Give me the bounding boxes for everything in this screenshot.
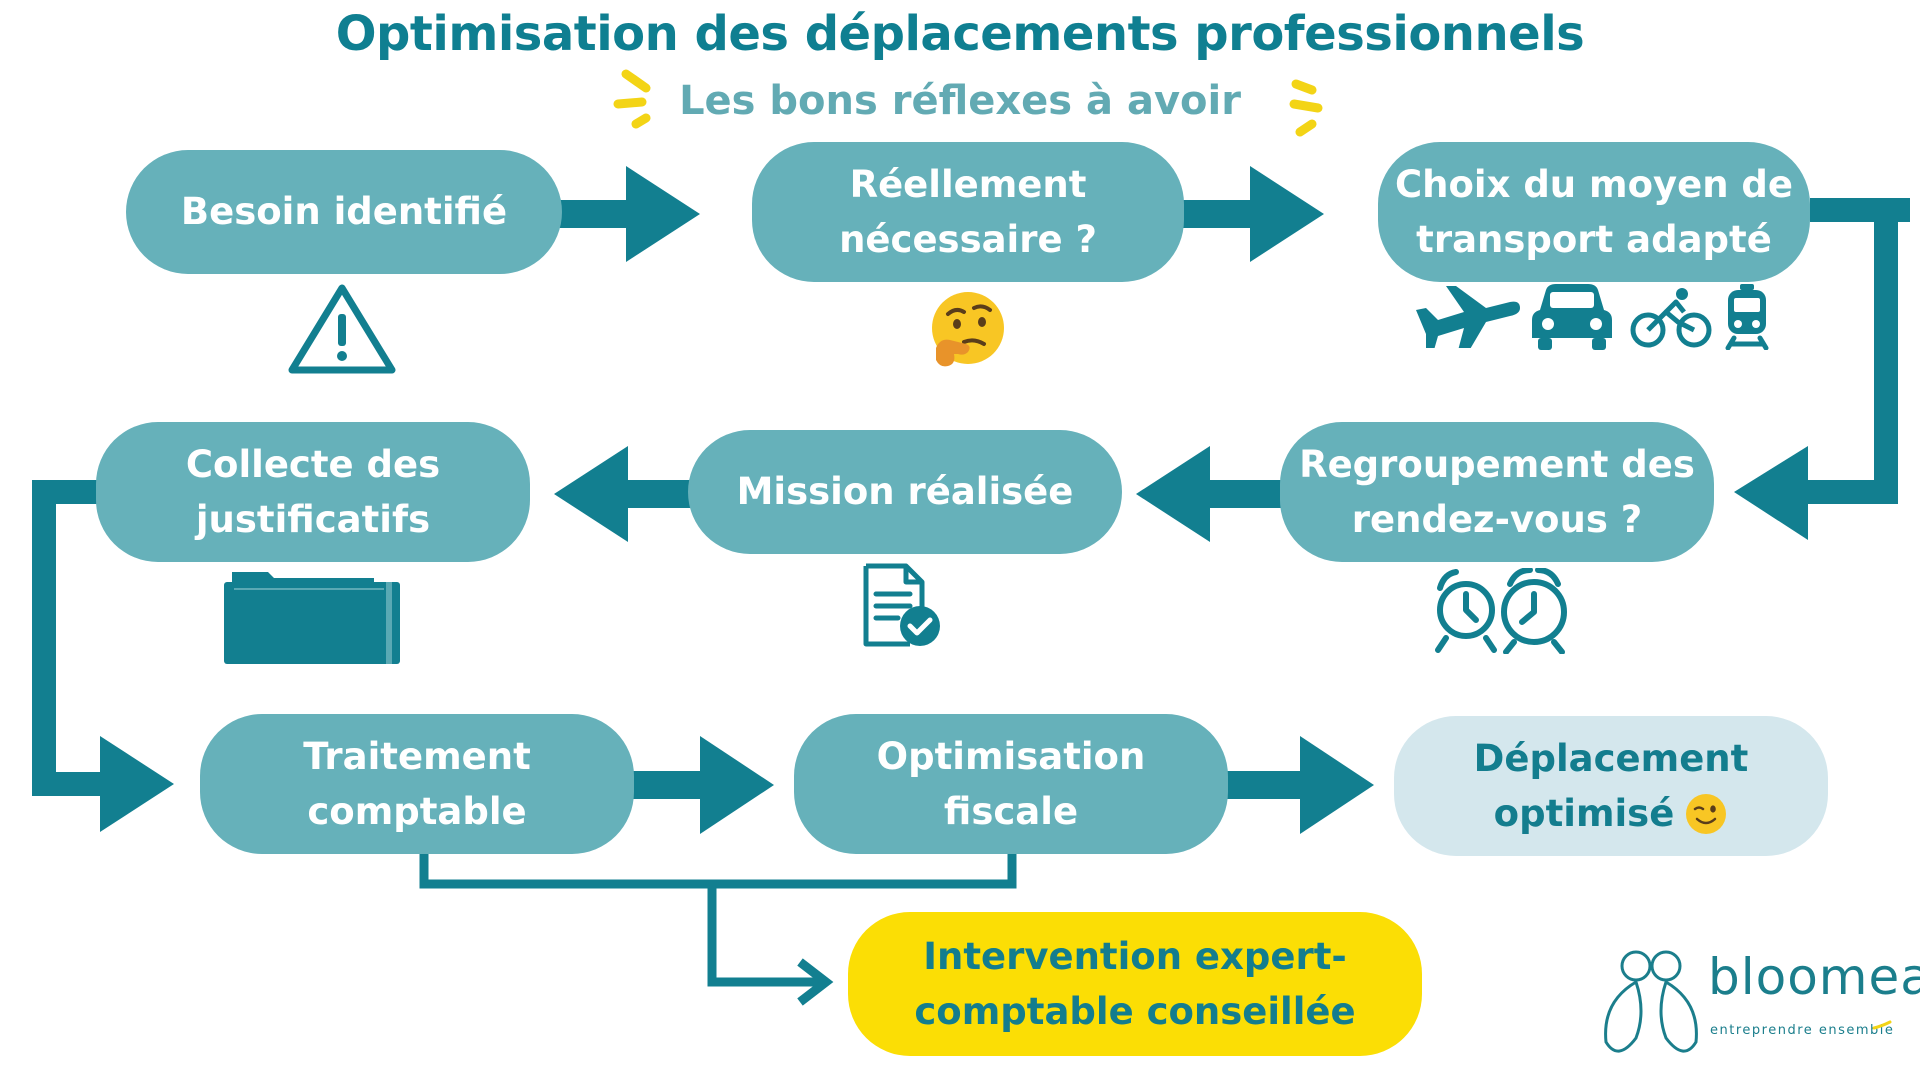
sparkle-right-icon (1289, 79, 1323, 137)
step-label-line1: Traitement (303, 734, 531, 778)
step-collecte-justificatifs: Collecte des justificatifs (96, 422, 530, 562)
step-choix-transport: Choix du moyen de transport adapté (1378, 142, 1810, 282)
step-label-line2: justificatifs (195, 498, 431, 541)
step-label-line2: transport adapté (1416, 218, 1772, 261)
bicycle-icon (1630, 288, 1712, 348)
page-subtitle: Les bons réflexes à avoir (679, 78, 1241, 124)
warning-icon (288, 284, 396, 374)
step-label-line1: Optimisation (876, 734, 1146, 778)
thinking-face-icon (932, 292, 1004, 367)
step-optimisation-fiscale: Optimisation fiscale (794, 714, 1228, 854)
winking-face-icon (1686, 793, 1727, 834)
page-title: Optimisation des déplacements profession… (335, 6, 1585, 62)
step-traitement-comptable: Traitement comptable (200, 714, 634, 854)
bloomea-logo-icon (1604, 950, 1698, 1053)
step-intervention-expert: Intervention expert- comptable conseillé… (848, 912, 1422, 1056)
arrow-besoin-to-reellement (548, 166, 700, 262)
connector-collecte-to-traitement (32, 480, 174, 832)
step-deplacement-optimise: Déplacement optimisé (1394, 716, 1828, 856)
arrow-reellement-to-choix (1172, 166, 1324, 262)
step-label-line2: nécessaire ? (839, 218, 1097, 261)
sparkle-left-icon (613, 69, 651, 129)
step-label-line1: Regroupement des (1299, 442, 1695, 486)
step-label-line1: Réellement (849, 162, 1087, 206)
logo-swoosh-icon (1872, 1020, 1892, 1030)
step-label: Besoin identifié (180, 190, 508, 234)
connector-choix-to-regroupement (1734, 198, 1910, 540)
alarm-clock-icon (1435, 568, 1567, 654)
step-label-line2: comptable conseillée (914, 990, 1356, 1033)
airplane-icon (1416, 286, 1520, 348)
step-label-line2: rendez-vous ? (1351, 498, 1643, 541)
bloomea-logo: bloomea entreprendre ensemble (1596, 944, 1920, 1064)
logo-wordmark: bloomea (1708, 948, 1920, 1006)
connector-to-intervention (419, 848, 1017, 1006)
step-besoin-identifie: Besoin identifié (126, 150, 562, 274)
step-label-line1: Intervention expert- (923, 934, 1347, 978)
step-regroupement-rdv: Regroupement des rendez-vous ? (1280, 422, 1714, 562)
car-icon (1532, 284, 1612, 350)
folder-icon (224, 572, 400, 664)
step-label-line2: optimisé (1493, 792, 1675, 835)
step-label: Mission réalisée (736, 470, 1074, 514)
train-icon (1725, 284, 1769, 350)
step-label-line2: fiscale (943, 790, 1079, 833)
logo-tagline: entreprendre ensemble (1710, 1023, 1895, 1038)
step-label-line1: Déplacement (1473, 736, 1749, 780)
arrow-traitement-to-optimisation (616, 736, 774, 834)
step-label-line1: Collecte des (185, 442, 441, 486)
step-label-line1: Choix du moyen de (1394, 162, 1794, 206)
arrow-optimisation-to-deplacement (1216, 736, 1374, 834)
step-mission-realisee: Mission réalisée (688, 430, 1122, 554)
step-label-line2: comptable (307, 790, 527, 833)
arrow-regroupement-to-mission (1136, 446, 1294, 542)
step-reellement-necessaire: Réellement nécessaire ? (752, 142, 1184, 282)
document-check-icon (863, 563, 940, 647)
